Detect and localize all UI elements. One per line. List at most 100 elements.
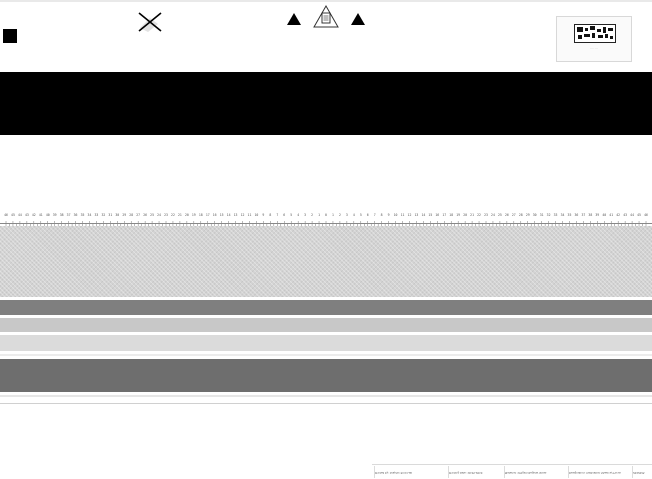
ruler-label: 14 [226, 213, 231, 217]
ruler-label: 41 [609, 213, 614, 217]
ruler-label: 5 [359, 213, 362, 217]
ruler-label: 9 [387, 213, 390, 217]
ruler-label: 37 [581, 213, 586, 217]
label-sticker: · · · · · · · [556, 16, 632, 62]
ruler-label: 28 [129, 213, 134, 217]
ruler-label: 10 [254, 213, 259, 217]
ruler-label: 32 [101, 213, 106, 217]
ruler-label: 9 [262, 213, 265, 217]
ruler-label: 11 [400, 213, 405, 217]
ruler-label: 13 [414, 213, 419, 217]
ruler-label: 21 [470, 213, 474, 217]
ruler-label: 2 [338, 213, 341, 217]
ruler-label: 42 [616, 213, 621, 217]
ruler-label: 39 [52, 213, 57, 217]
ruler-label: 32 [546, 213, 551, 217]
ruler-label: 38 [588, 213, 593, 217]
ruler-label: 23 [484, 213, 488, 217]
triangle-left-icon [287, 13, 301, 25]
ruler-label: 30 [115, 213, 120, 217]
ruler-label: 7 [373, 213, 376, 217]
ruler-label: 6 [283, 213, 286, 217]
ruler-label: 27 [136, 213, 141, 217]
ruler-label: 44 [630, 213, 634, 217]
ruler-label: 29 [525, 213, 530, 217]
separator-line [0, 354, 652, 356]
ruler-label: 43 [24, 213, 29, 217]
ruler-label: 2 [311, 213, 314, 217]
ruler-label: 37 [66, 213, 71, 217]
ruler-label: 34 [560, 213, 565, 217]
ruler-label: 35 [567, 213, 572, 217]
halftone-gray-band [0, 226, 652, 297]
ruler-label: 5 [290, 213, 293, 217]
ruler-label: 29 [122, 213, 127, 217]
ruler-label: 24 [491, 213, 495, 217]
lighter-gray-band [0, 335, 652, 351]
ruler-label: 8 [380, 213, 383, 217]
ruler-label: 45 [637, 213, 641, 217]
ruler-label: 38 [59, 213, 64, 217]
ruler-label: 33 [553, 213, 558, 217]
ruler-label: 13 [233, 213, 238, 217]
ruler-label: 33 [94, 213, 99, 217]
ruler-label: 17 [442, 213, 447, 217]
ruler-baseline [0, 223, 652, 224]
dark-gray-band [0, 300, 652, 315]
ruler-label: 30 [532, 213, 537, 217]
ruler-label: 15 [428, 213, 433, 217]
ruler-label: 18 [449, 213, 454, 217]
ruler-label: 45 [11, 213, 15, 217]
ruler-label: 31 [539, 213, 544, 217]
footer-info-strip: Printed by: Graphic Print Lab Printing d… [372, 464, 652, 479]
ruler-label: 18 [198, 213, 203, 217]
ruler-label: 17 [205, 213, 210, 217]
ruler-label: 36 [73, 213, 78, 217]
ruler-label: 3 [345, 213, 348, 217]
separator-line [0, 403, 652, 404]
ruler-label: 11 [247, 213, 252, 217]
ruler-label: 23 [164, 213, 168, 217]
ruler-label: 22 [171, 213, 175, 217]
ruler-label: 44 [17, 213, 22, 217]
document-in-triangle-icon [313, 5, 339, 28]
ruler-label: 15 [219, 213, 224, 217]
ruler-label: 4 [352, 213, 355, 217]
solid-black-band [0, 72, 652, 135]
ruler-label: 25 [497, 213, 502, 217]
data-matrix-code [574, 24, 616, 43]
ruler-label: 24 [157, 213, 161, 217]
ruler-label: 12 [407, 213, 412, 217]
ruler-label: 0 [325, 213, 327, 217]
ruler-label: 34 [87, 213, 92, 217]
ruler-label: 16 [435, 213, 440, 217]
ruler-label: 43 [623, 213, 628, 217]
registration-square [3, 29, 17, 43]
ruler-label: 40 [45, 213, 50, 217]
ruler-label: 19 [191, 213, 196, 217]
ruler-label: 27 [511, 213, 516, 217]
ruler-label: 46 [4, 213, 8, 217]
ruler-label: 28 [518, 213, 523, 217]
triangle-right-icon [351, 13, 365, 25]
ruler-label: 26 [504, 213, 509, 217]
ruler-label: 10 [393, 213, 398, 217]
footer-material: Material: 170gsm Regular Gloss [504, 466, 567, 478]
separator-line [0, 395, 652, 397]
label-caption: · · · · · · · [589, 48, 599, 50]
ruler-label: 1 [318, 213, 320, 217]
ruler-label: 3 [304, 213, 307, 217]
footer-printing-date: Printing date: 19-05-2010 [448, 466, 503, 478]
ruler-label: 26 [143, 213, 148, 217]
ruler-label: 39 [595, 213, 600, 217]
ruler-label: 4 [297, 213, 300, 217]
ruler-label: 14 [421, 213, 426, 217]
light-gray-band [0, 318, 652, 332]
ruler-label: 12 [240, 213, 245, 217]
medium-gray-band [0, 359, 652, 392]
ruler-label: 41 [38, 213, 43, 217]
ruler-label: 6 [366, 213, 369, 217]
top-border-line [0, 0, 652, 2]
